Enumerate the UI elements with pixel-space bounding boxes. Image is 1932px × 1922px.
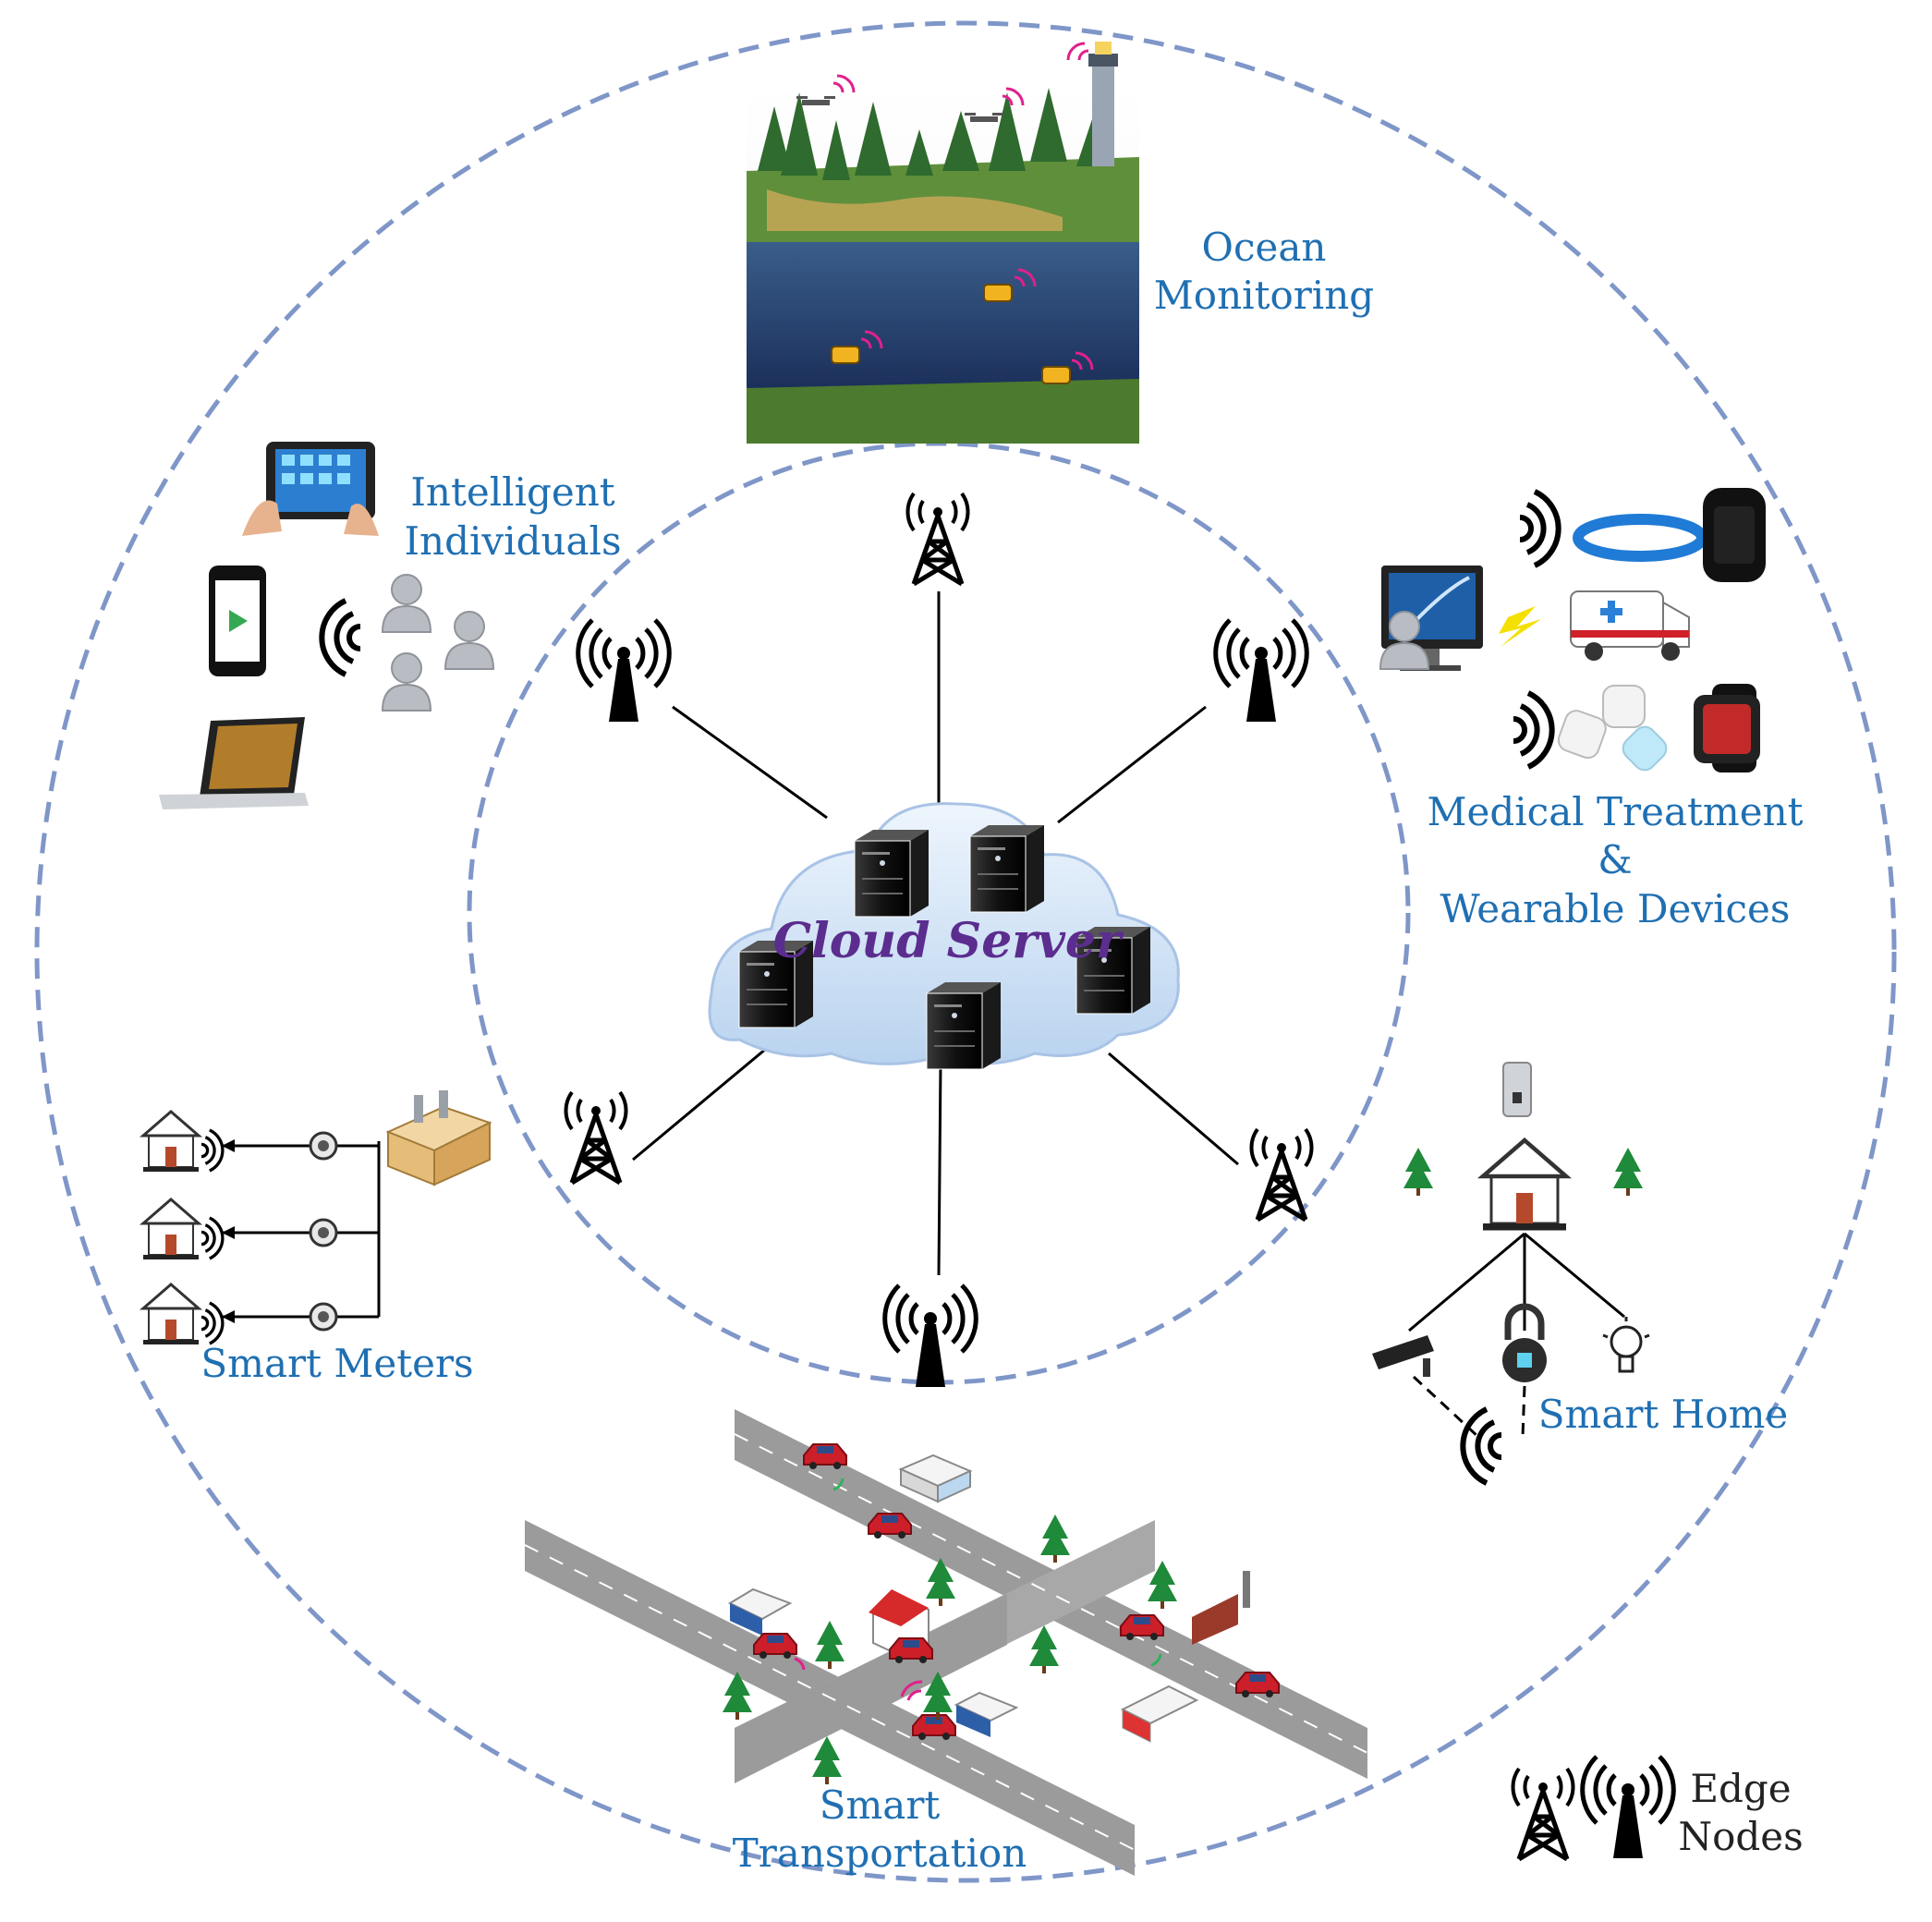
car-icon	[912, 1714, 956, 1741]
individuals-label-line2: Individuals	[404, 518, 621, 564]
legend: Edge Nodes	[1513, 1757, 1804, 1859]
edge-connections	[632, 591, 1239, 1276]
wristband-icon	[1573, 514, 1707, 562]
outer-dashed-circle	[34, 20, 1897, 1883]
legend-label-line2: Nodes	[1678, 1814, 1803, 1859]
drone-icon	[796, 96, 1003, 122]
car-icon	[753, 1633, 797, 1660]
person-icon	[382, 574, 431, 633]
wireless-signal-icon	[1520, 492, 1559, 566]
tracker-devices-icon	[1557, 685, 1668, 772]
ocean-monitoring-scene	[747, 42, 1139, 444]
light-bulb-icon	[1602, 1317, 1650, 1373]
ocean-label-line2: Monitoring	[1154, 273, 1374, 318]
car-icon	[803, 1443, 847, 1470]
smart-transportation-scene	[524, 1409, 1368, 1876]
laptop-icon	[159, 717, 309, 809]
tree-icon	[1613, 1148, 1643, 1196]
fitness-band-icon	[1703, 488, 1766, 582]
building-icon	[727, 1587, 1019, 1737]
smartwatch-icon	[1694, 684, 1760, 772]
car-icon	[1235, 1672, 1280, 1698]
building-icon	[898, 1454, 973, 1503]
person-icon	[382, 652, 431, 712]
lightning-icon	[1499, 606, 1541, 647]
edge-node-mast-icon	[885, 1285, 977, 1387]
server-icon	[926, 981, 1002, 1070]
intelligent-individuals-group	[159, 442, 494, 809]
house-icon	[141, 1283, 200, 1346]
edge-node-tower-icon	[1251, 1129, 1311, 1220]
car-icon	[889, 1637, 933, 1664]
individuals-label-line1: Intelligent	[410, 469, 614, 515]
house-icon	[141, 1198, 200, 1261]
tree-icon	[812, 1736, 842, 1784]
legend-mast-icon	[1583, 1757, 1674, 1858]
edge-node-mast-icon	[578, 620, 670, 722]
person-icon	[444, 611, 494, 670]
padlock-icon	[1502, 1303, 1547, 1438]
wireless-signal-icon	[1513, 693, 1552, 767]
wireless-signal-icon	[1463, 1409, 1501, 1483]
ambulance-icon	[1570, 590, 1690, 661]
smart-meters-label: Smart Meters	[200, 1341, 473, 1386]
legend-tower-icon	[1513, 1769, 1573, 1859]
meter-icon	[309, 1302, 338, 1332]
smart-house-icon	[1483, 1140, 1566, 1231]
door-lock-icon	[1502, 1062, 1532, 1117]
car-icon	[868, 1513, 912, 1539]
smart-home-group	[1372, 1062, 1650, 1483]
tree-icon	[815, 1621, 844, 1669]
legend-label-line1: Edge	[1690, 1766, 1791, 1811]
smart-home-label: Smart Home	[1538, 1392, 1789, 1437]
cloud-server: Cloud Server	[708, 802, 1180, 1070]
edge-node-mast-icon	[1216, 620, 1307, 722]
transportation-label-line2: Transportation	[733, 1831, 1027, 1876]
edge-node-tower-icon	[907, 493, 967, 584]
power-station-icon	[385, 1090, 492, 1186]
medical-wearables-group	[1379, 488, 1766, 772]
server-icon	[969, 824, 1045, 913]
factory-icon	[1192, 1571, 1250, 1645]
house-icon	[141, 1110, 200, 1174]
transportation-label-line1: Smart	[820, 1782, 941, 1828]
tree-icon	[1040, 1514, 1070, 1563]
security-camera-icon	[1372, 1335, 1480, 1439]
medical-label-line1: Medical Treatment	[1428, 789, 1804, 834]
ocean-label-line1: Ocean	[1202, 225, 1327, 270]
tree-icon	[1403, 1148, 1433, 1196]
tablet-icon	[242, 442, 379, 536]
meter-icon	[309, 1131, 338, 1161]
smartphone-icon	[209, 566, 266, 676]
shop-icon	[1120, 1685, 1199, 1743]
edge-node-tower-icon	[565, 1092, 626, 1183]
car-icon	[1120, 1614, 1164, 1641]
tree-icon	[1029, 1625, 1059, 1673]
cloud-server-label: Cloud Server	[773, 913, 1124, 969]
medical-label-line2: &	[1598, 837, 1632, 882]
wireless-signal-icon	[322, 601, 360, 675]
meter-icon	[309, 1218, 338, 1247]
server-icon	[854, 829, 930, 918]
medical-label-line3: Wearable Devices	[1440, 886, 1791, 931]
house-red-roof-icon	[869, 1589, 930, 1658]
smart-meters-group	[141, 1090, 492, 1346]
